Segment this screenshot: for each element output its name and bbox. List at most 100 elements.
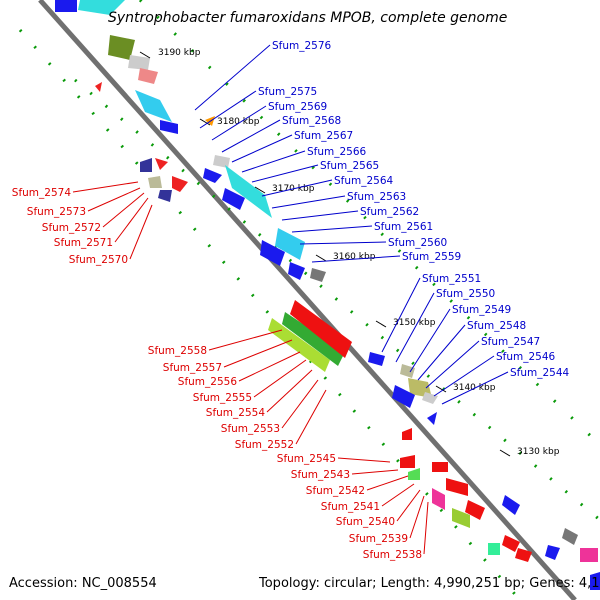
- gene-label-forward[interactable]: Sfum_2569: [268, 101, 327, 113]
- gene-label-forward[interactable]: Sfum_2551: [422, 273, 481, 285]
- gene-label-reverse[interactable]: Sfum_2553: [221, 423, 280, 435]
- gene-label-reverse[interactable]: Sfum_2542: [306, 485, 365, 497]
- gene-label-forward[interactable]: Sfum_2568: [282, 115, 341, 127]
- kbp-tick: [254, 186, 266, 194]
- leader-line-forward: [221, 119, 281, 153]
- kbp-label: 3190 kbp: [158, 48, 201, 58]
- leader-line-reverse: [295, 389, 327, 445]
- leader-line-reverse: [253, 359, 307, 398]
- feature-red-4: [402, 428, 412, 440]
- feature-pink-1: [138, 68, 158, 84]
- gene-label-reverse[interactable]: Sfum_2538: [363, 549, 422, 561]
- reverse-gene-labels: Sfum_2574Sfum_2573Sfum_2572Sfum_2571Sfum…: [12, 181, 429, 561]
- feature-grey-1: [128, 55, 150, 70]
- gene-label-reverse[interactable]: Sfum_2543: [291, 469, 350, 481]
- gene-label-forward[interactable]: Sfum_2548: [467, 320, 526, 332]
- gene-label-reverse[interactable]: Sfum_2555: [193, 392, 252, 404]
- gene-label-forward[interactable]: Sfum_2547: [481, 336, 540, 348]
- leader-line-forward: [281, 210, 359, 221]
- feature-green-block: [282, 312, 345, 366]
- leader-line-forward: [199, 90, 257, 129]
- gene-label-forward[interactable]: Sfum_2564: [334, 175, 394, 187]
- gene-label-forward[interactable]: Sfum_2575: [258, 86, 317, 98]
- gene-label-reverse[interactable]: Sfum_2558: [148, 345, 207, 357]
- feature-olive: [108, 35, 135, 60]
- gene-label-reverse[interactable]: Sfum_2557: [163, 362, 222, 374]
- gene-label-reverse[interactable]: Sfum_2541: [321, 501, 380, 513]
- gene-label-reverse[interactable]: Sfum_2556: [178, 376, 238, 388]
- gene-label-forward[interactable]: Sfum_2563: [347, 191, 406, 203]
- feature-cyan-2: [135, 90, 172, 122]
- gene-label-reverse[interactable]: Sfum_2539: [349, 533, 408, 545]
- leader-line-forward: [271, 195, 346, 209]
- feature-blue-2: [160, 120, 178, 134]
- genome-title: Syntrophobacter fumaroxidans MPOB, compl…: [108, 10, 507, 26]
- gene-label-reverse[interactable]: Sfum_2554: [206, 407, 266, 419]
- feature-blue-10: [502, 495, 520, 515]
- tick-ring-inner: [18, 29, 522, 600]
- feature-red-3: [172, 176, 188, 192]
- leader-line-forward: [231, 134, 293, 163]
- gene-label-reverse[interactable]: Sfum_2574: [12, 187, 72, 199]
- leader-line-reverse: [72, 181, 139, 193]
- gene-label-forward[interactable]: Sfum_2550: [436, 288, 495, 300]
- feature-blue-3: [203, 168, 222, 183]
- kbp-label: 3180 kbp: [217, 117, 260, 127]
- feature-red-7: [446, 478, 468, 496]
- leader-line-forward: [194, 44, 271, 111]
- leader-line-forward: [409, 308, 451, 373]
- feature-grey-2: [213, 155, 230, 168]
- feature-khaki-2: [400, 364, 415, 378]
- feature-grey-5: [562, 528, 578, 545]
- leader-line-forward: [251, 164, 319, 183]
- gene-label-forward[interactable]: Sfum_2567: [294, 130, 353, 142]
- feature-red-block: [290, 300, 352, 358]
- gene-label-reverse[interactable]: Sfum_2573: [27, 206, 86, 218]
- gene-label-reverse[interactable]: Sfum_2572: [42, 222, 101, 234]
- gene-label-forward[interactable]: Sfum_2565: [320, 160, 379, 172]
- gene-label-reverse[interactable]: Sfum_2540: [336, 516, 395, 528]
- gene-label-reverse[interactable]: Sfum_2552: [235, 439, 294, 451]
- feature-red-2: [155, 158, 168, 170]
- leader-line-forward: [241, 150, 306, 173]
- feature-blue-9: [427, 412, 437, 425]
- gene-label-reverse[interactable]: Sfum_2570: [69, 254, 128, 266]
- gene-label-forward[interactable]: Sfum_2566: [307, 146, 367, 158]
- leader-line-reverse: [223, 339, 293, 368]
- gene-label-forward[interactable]: Sfum_2549: [452, 304, 511, 316]
- feature-cyan-top: [78, 0, 125, 15]
- gene-label-forward[interactable]: Sfum_2576: [272, 40, 332, 52]
- leader-line-forward: [381, 277, 421, 353]
- feature-red-8: [465, 500, 485, 520]
- leader-line-reverse: [102, 192, 145, 228]
- gene-label-forward[interactable]: Sfum_2544: [510, 367, 570, 379]
- feature-blue-11: [545, 545, 560, 560]
- leader-line-forward: [441, 371, 509, 405]
- feature-blue-top: [55, 0, 77, 12]
- kbp-tick: [435, 385, 447, 393]
- feature-blue-5: [260, 240, 285, 266]
- gene-label-forward[interactable]: Sfum_2559: [402, 251, 461, 263]
- gene-label-forward[interactable]: Sfum_2561: [374, 221, 433, 233]
- kbp-tick: [375, 320, 387, 328]
- topology-text: Topology: circular; Length: 4,990,251 bp…: [258, 576, 600, 591]
- leader-line-reverse: [266, 369, 313, 413]
- feature-grey-3: [310, 268, 326, 282]
- gene-label-reverse[interactable]: Sfum_2571: [54, 237, 113, 249]
- gene-label-forward[interactable]: Sfum_2546: [496, 351, 556, 363]
- genome-backbone: [38, 0, 577, 600]
- feature-green-2: [408, 468, 420, 480]
- feature-green-3: [488, 543, 500, 555]
- gene-label-reverse[interactable]: Sfum_2545: [277, 453, 336, 465]
- feature-navy-1: [140, 158, 152, 172]
- feature-blue-12: [590, 572, 600, 590]
- leader-line-forward: [291, 225, 373, 233]
- gene-label-forward[interactable]: Sfum_2560: [388, 237, 447, 249]
- kbp-label: 3130 kbp: [517, 447, 560, 457]
- gene-label-forward[interactable]: Sfum_2562: [360, 206, 419, 218]
- feature-pink-2: [580, 548, 598, 562]
- leader-line-reverse: [396, 489, 421, 522]
- feature-lime-block: [268, 318, 330, 372]
